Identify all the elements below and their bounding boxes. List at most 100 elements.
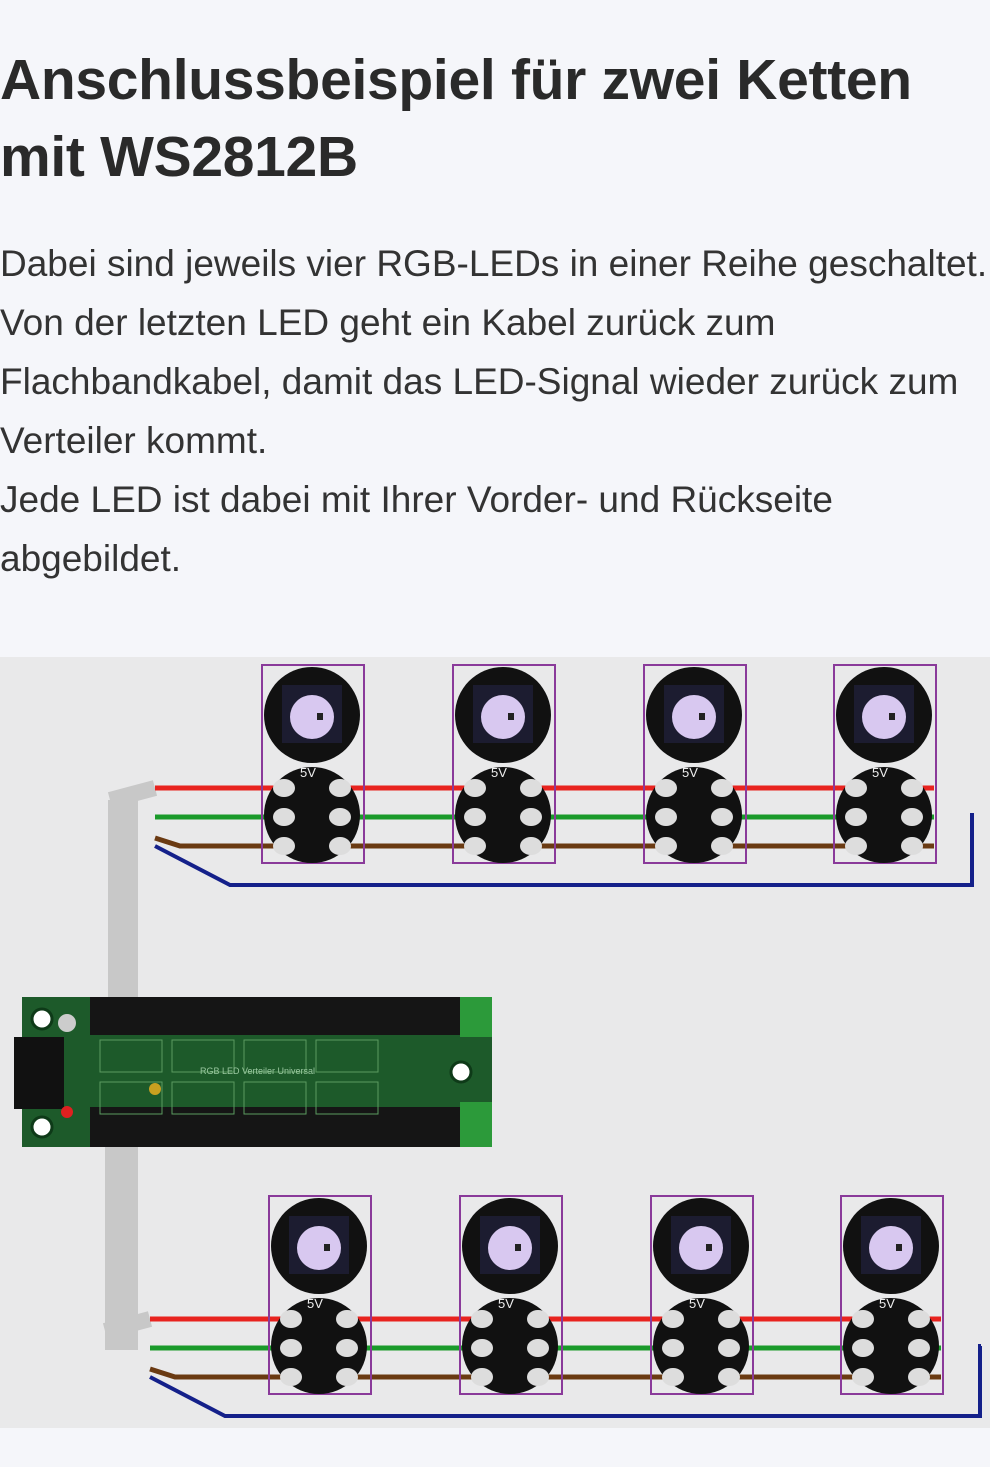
board-label: RGB LED Verteiler Universal	[200, 1066, 315, 1076]
solder-pad	[329, 779, 351, 797]
solder-pad	[471, 1368, 493, 1386]
solder-pad	[329, 837, 351, 855]
header-outline	[171, 1081, 235, 1115]
led-die	[896, 1244, 902, 1251]
led-module: 5V	[268, 1195, 372, 1395]
terminal-top	[460, 997, 492, 1037]
led-die	[515, 1244, 521, 1251]
solder-pad	[662, 1368, 684, 1386]
solder-pad	[845, 808, 867, 826]
header-outline	[243, 1081, 307, 1115]
solder-pad	[329, 808, 351, 826]
led-label: 5V	[300, 765, 316, 780]
led-label: 5V	[879, 1296, 895, 1311]
solder-pad	[464, 779, 486, 797]
solder-pad	[901, 837, 923, 855]
connector-row-bottom	[90, 1107, 460, 1147]
led-die	[699, 713, 705, 720]
article-body: Dabei sind jeweils vier RGB-LEDs in eine…	[0, 234, 990, 588]
led-frame	[261, 664, 365, 864]
solder-pad	[520, 837, 542, 855]
led-module: 5V	[459, 1195, 563, 1395]
led-module: 5V	[452, 664, 556, 864]
flat-cable-top	[108, 800, 138, 1000]
solder-pad	[852, 1368, 874, 1386]
mount-hole	[449, 1060, 473, 1084]
led-lens	[481, 695, 525, 739]
header-outline	[315, 1081, 379, 1115]
solder-pad	[336, 1339, 358, 1357]
page-title: Anschlussbeispiel für zwei Ketten mit WS…	[0, 48, 912, 189]
solder-pad	[662, 1310, 684, 1328]
led-die	[508, 713, 514, 720]
solder-pad	[845, 837, 867, 855]
solder-pad	[655, 779, 677, 797]
solder-pad	[471, 1310, 493, 1328]
solder-pad	[901, 779, 923, 797]
solder-pad	[711, 808, 733, 826]
led-module: 5V	[261, 664, 365, 864]
solder-pad	[273, 808, 295, 826]
led-module: 5V	[650, 1195, 754, 1395]
led-frame	[833, 664, 937, 864]
input-connector	[14, 1037, 64, 1109]
solder-pad	[845, 779, 867, 797]
mount-hole	[30, 1007, 54, 1031]
led-label: 5V	[872, 765, 888, 780]
led-lens	[679, 1226, 723, 1270]
solder-pad	[273, 779, 295, 797]
flat-cable	[102, 1311, 153, 1339]
led-lens	[862, 695, 906, 739]
led-die	[889, 713, 895, 720]
solder-pad	[527, 1368, 549, 1386]
solder-pad	[280, 1368, 302, 1386]
solder-pad	[336, 1310, 358, 1328]
solder-pad	[662, 1339, 684, 1357]
wire-return	[149, 1344, 982, 1418]
led-die	[317, 713, 323, 720]
led-lens	[488, 1226, 532, 1270]
solder-pad	[908, 1368, 930, 1386]
solder-pad	[718, 1368, 740, 1386]
led-label: 5V	[491, 765, 507, 780]
solder-pad	[711, 837, 733, 855]
solder-pad	[520, 779, 542, 797]
flat-cable-bottom	[105, 1140, 138, 1350]
terminal-bottom	[460, 1102, 492, 1147]
header-outline	[243, 1039, 307, 1073]
led-module: 5V	[840, 1195, 944, 1395]
capacitor	[58, 1014, 76, 1032]
solder-pad	[908, 1339, 930, 1357]
solder-pad	[280, 1339, 302, 1357]
solder-pad	[464, 808, 486, 826]
wire-return	[154, 813, 974, 887]
paragraph: Jede LED ist dabei mit Ihrer Vorder- und…	[0, 479, 833, 579]
solder-pad	[852, 1310, 874, 1328]
led-frame	[840, 1195, 944, 1395]
led-module: 5V	[833, 664, 937, 864]
solder-pad	[527, 1339, 549, 1357]
solder-pad	[464, 837, 486, 855]
solder-pad	[520, 808, 542, 826]
led-die	[706, 1244, 712, 1251]
led-label: 5V	[689, 1296, 705, 1311]
led-lens	[297, 1226, 341, 1270]
component	[149, 1083, 161, 1095]
led-frame	[268, 1195, 372, 1395]
solder-pad	[273, 837, 295, 855]
led-frame	[459, 1195, 563, 1395]
led-label: 5V	[498, 1296, 514, 1311]
mount-hole	[30, 1115, 54, 1139]
solder-pad	[852, 1339, 874, 1357]
solder-pad	[901, 808, 923, 826]
led-lens	[672, 695, 716, 739]
led-frame	[643, 664, 747, 864]
solder-pad	[655, 808, 677, 826]
flat-cable	[107, 780, 158, 808]
paragraph: Dabei sind jeweils vier RGB-LEDs in eine…	[0, 243, 988, 284]
led-lens	[290, 695, 334, 739]
led-label: 5V	[307, 1296, 323, 1311]
header-outline	[99, 1081, 163, 1115]
